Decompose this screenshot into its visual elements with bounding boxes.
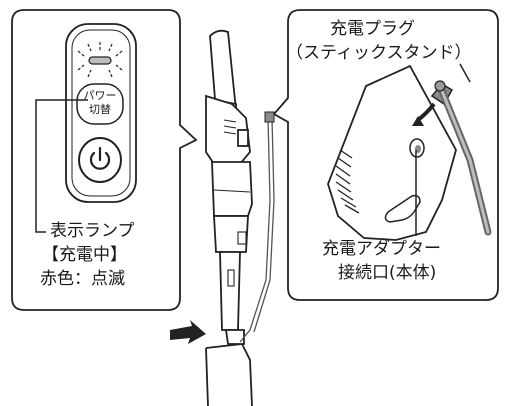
stick-vacuum-details (213, 119, 251, 287)
power-icon (89, 146, 111, 170)
plug-label-subtitle: （スティックスタンド） (286, 43, 472, 63)
charging-plug-icon (430, 80, 492, 236)
insert-arrow-icon (412, 102, 436, 126)
lamp-label-color: 赤色：点滅 (40, 269, 125, 289)
lamp-leader-line (35, 99, 88, 233)
plug-label-title: 充電プラグ (330, 19, 415, 39)
right-leader-lines (415, 63, 471, 236)
lamp-label-title: 表示ランプ (50, 221, 135, 241)
charging-port-icon (409, 138, 425, 158)
stick-vacuum-body (205, 29, 253, 406)
port-label-title: 充電アダプター (322, 239, 441, 259)
charging-cord (239, 117, 275, 343)
plug-on-body-icon (264, 111, 275, 123)
port-label-subtitle: 接続口(本体) (338, 263, 437, 283)
indicator-lamp-icon (77, 42, 123, 78)
power-switch-label-line2: 切替 (89, 103, 111, 116)
lamp-label-status: 【充電中】 (42, 245, 127, 265)
power-switch-label-line1: パワー (83, 89, 117, 102)
direction-arrow-icon (170, 320, 206, 344)
power-switch-button (76, 83, 124, 125)
